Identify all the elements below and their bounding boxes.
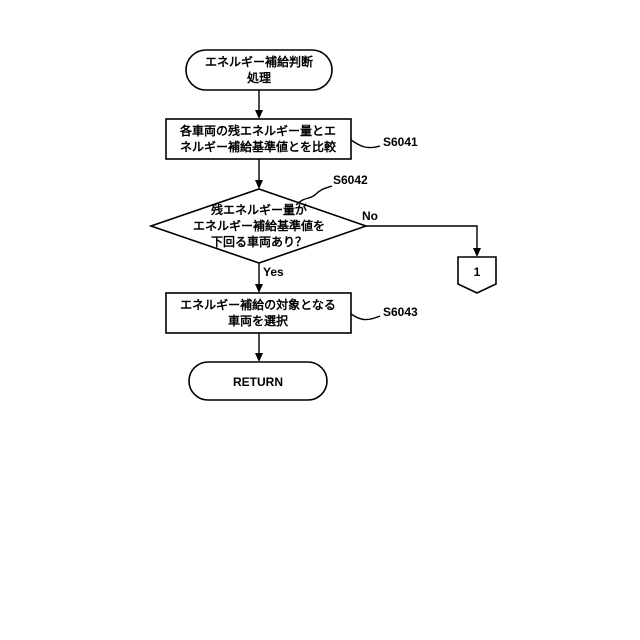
ref-label-s6042: S6042 bbox=[333, 173, 368, 187]
start-label-line2: 処理 bbox=[246, 70, 271, 85]
arrowhead bbox=[255, 110, 263, 119]
process-compare-line2: ネルギー補給基準値とを比較 bbox=[180, 139, 337, 154]
decision-line2: エネルギー補給基準値を bbox=[193, 218, 325, 233]
no-branch-line bbox=[366, 226, 477, 250]
arrowhead bbox=[255, 353, 263, 362]
arrowhead bbox=[255, 284, 263, 293]
no-branch-label: No bbox=[362, 209, 378, 223]
start-label-line1: エネルギー補給判断 bbox=[205, 54, 313, 69]
end-label: RETURN bbox=[233, 375, 283, 389]
process-select-line1: エネルギー補給の対象となる bbox=[180, 297, 336, 312]
ref-leader-line bbox=[351, 140, 380, 148]
ref-label-s6041: S6041 bbox=[383, 135, 418, 149]
arrowhead bbox=[255, 180, 263, 189]
arrowhead bbox=[473, 248, 481, 257]
offpage-connector-label: 1 bbox=[474, 265, 481, 279]
process-select-line2: 車両を選択 bbox=[228, 313, 289, 328]
ref-leader-line bbox=[351, 314, 380, 320]
decision-line3: 下回る車両あり？ bbox=[211, 234, 307, 249]
yes-branch-label: Yes bbox=[263, 265, 284, 279]
process-compare-line1: 各車両の残エネルギー量とエ bbox=[179, 123, 336, 138]
decision-line1: 残エネルギー量が bbox=[211, 202, 307, 217]
ref-label-s6043: S6043 bbox=[383, 305, 418, 319]
